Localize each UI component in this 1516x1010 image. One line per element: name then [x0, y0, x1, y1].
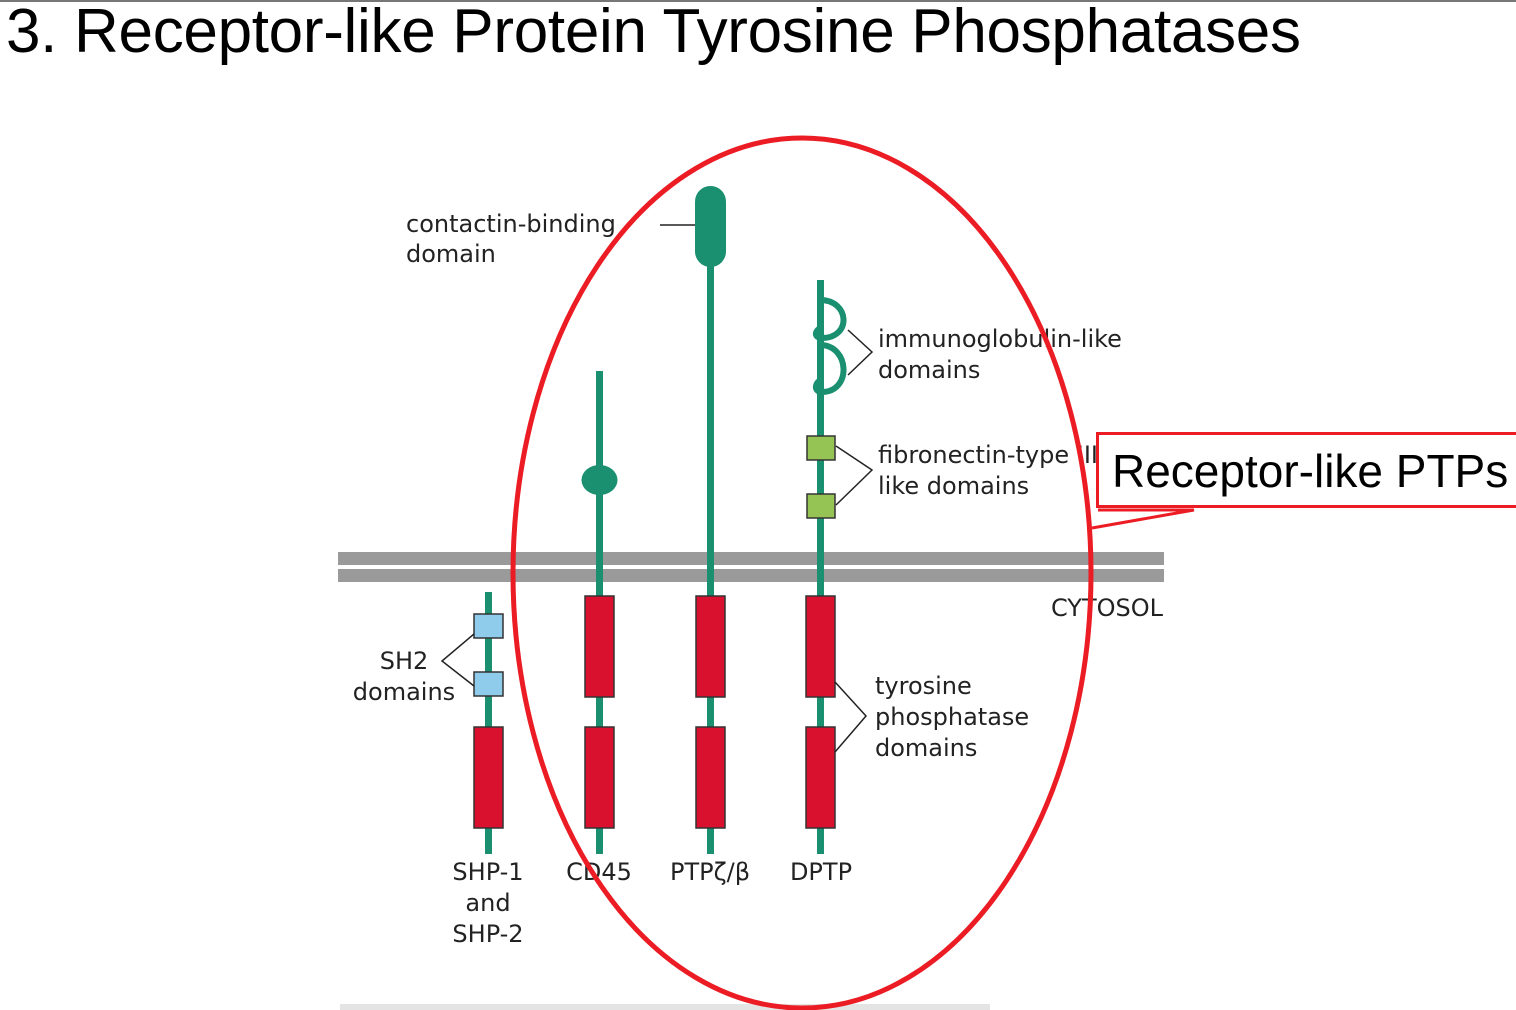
- leader-line: [835, 445, 874, 506]
- label-fibronectin: fibronectin-type III: [878, 441, 1098, 469]
- protein-label-dptp: DPTP: [790, 858, 852, 886]
- phosphatase-domain: [695, 726, 726, 829]
- label-immunoglobulin-2: domains: [878, 356, 980, 384]
- contactin-binding-domain: [695, 186, 726, 267]
- label-sh2-2: domains: [353, 678, 455, 706]
- leader-line: [847, 329, 874, 376]
- membrane-outer-layer: [338, 552, 1164, 565]
- label-sh2: SH2: [380, 647, 429, 675]
- cd45-extracellular-domain: [581, 465, 618, 495]
- phosphatase-domain: [805, 726, 836, 829]
- ig-domain: [813, 342, 847, 396]
- phosphatase-domain: [805, 595, 836, 698]
- label-contactin-binding: contactin-binding: [406, 210, 616, 238]
- label-contactin-binding-2: domain: [406, 240, 496, 268]
- top-border: [0, 0, 1516, 2]
- ig-domain: [813, 297, 847, 342]
- fibronectin-domain: [806, 493, 836, 519]
- membrane-inner-layer: [338, 569, 1164, 582]
- callout-box: [1096, 432, 1516, 508]
- protein-ptp-zeta-beta: [695, 186, 726, 854]
- fibronectin-domain: [806, 435, 836, 461]
- protein-shp: [473, 592, 504, 854]
- annotation-ellipse: [510, 135, 1094, 1010]
- label-immunoglobulin: immunoglobulin-like: [878, 325, 1122, 353]
- label-cytosol: CYTOSOL: [1051, 594, 1164, 622]
- label-tyrosine-phosphatase-3: domains: [875, 734, 977, 762]
- phosphatase-domain: [473, 726, 504, 829]
- sh2-domain: [473, 613, 504, 639]
- protein-label-ptp-zeta-beta: PTPζ/β: [670, 858, 750, 886]
- slide-title: 3. Receptor-like Protein Tyrosine Phosph…: [6, 0, 1301, 66]
- phosphatase-domain: [695, 595, 726, 698]
- label-tyrosine-phosphatase: tyrosine: [875, 672, 972, 700]
- label-fibronectin-2: like domains: [878, 472, 1029, 500]
- protein-cd45: [581, 371, 618, 854]
- callout-text: Receptor-like PTPs: [1112, 445, 1509, 497]
- protein-label-shp: SHP-1: [452, 858, 523, 886]
- protein-label-shp-2: SHP-2: [452, 920, 523, 948]
- label-tyrosine-phosphatase-2: phosphatase: [875, 703, 1029, 731]
- protein-label-shp-and: and: [465, 889, 510, 917]
- faded-caption: [340, 1004, 990, 1010]
- phosphatase-domain: [584, 726, 615, 829]
- protein-dptp: [805, 280, 847, 854]
- leader-line: [440, 633, 475, 687]
- sh2-domain: [473, 671, 504, 697]
- callout-pointer: [1091, 508, 1195, 530]
- leader-line: [834, 681, 868, 753]
- phosphatase-domain: [584, 595, 615, 698]
